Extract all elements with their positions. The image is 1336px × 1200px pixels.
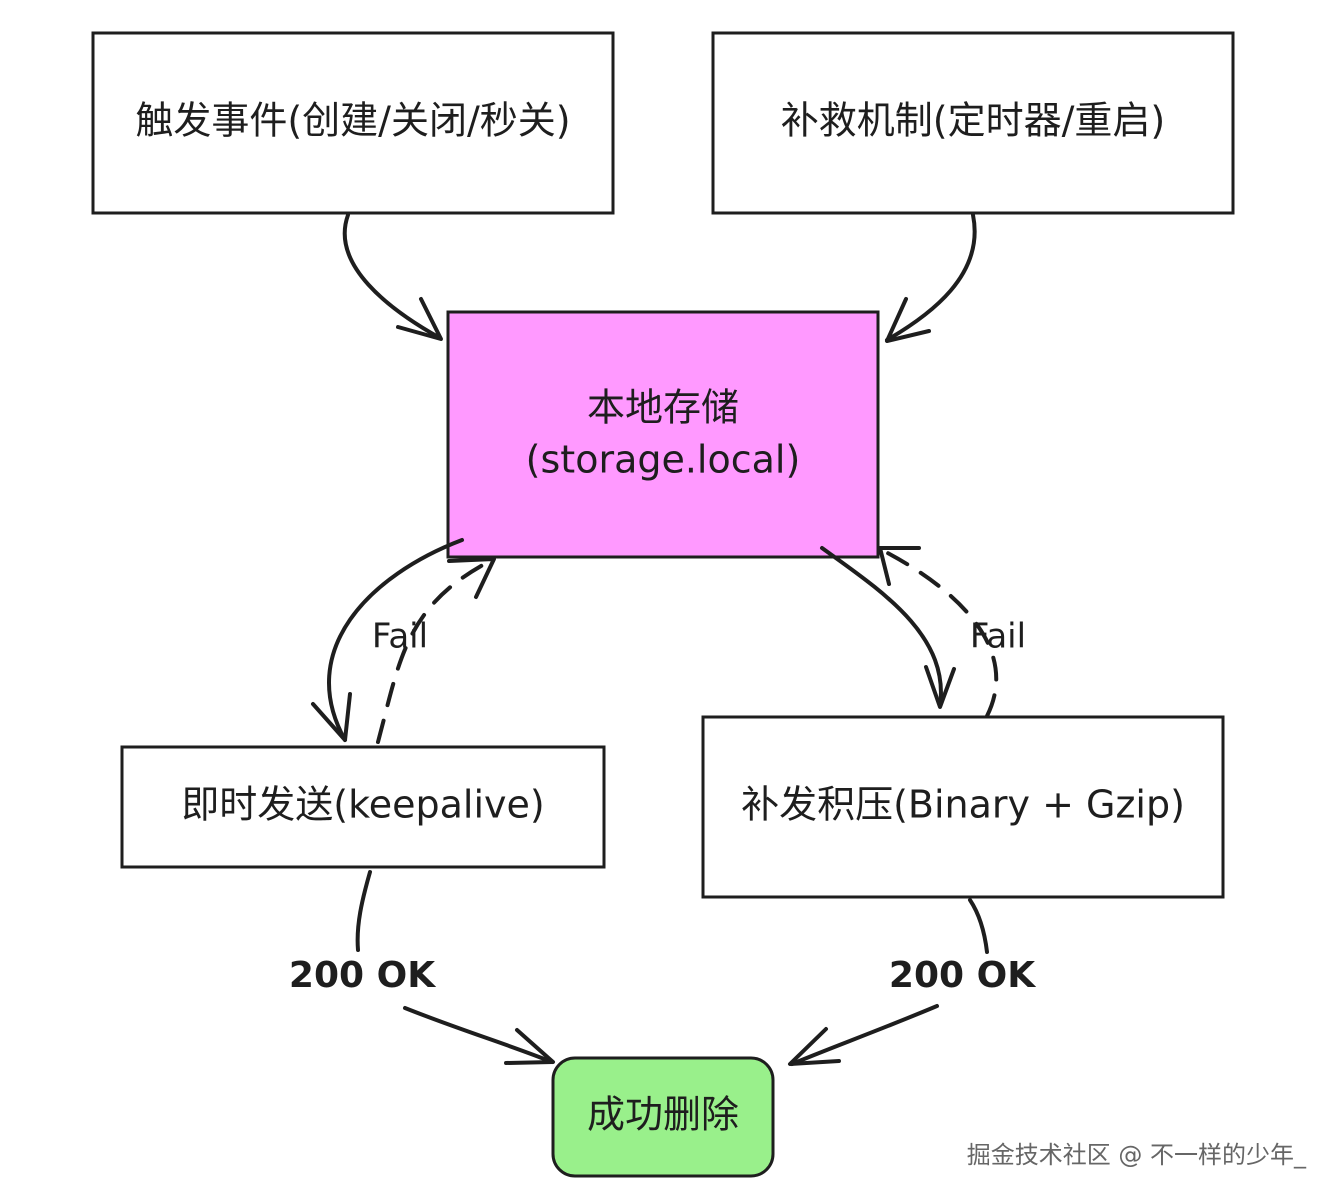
node-instant: 即时发送(keepalive) bbox=[120, 745, 606, 869]
edge-label-ok-left: 200 OK bbox=[289, 955, 436, 996]
edge-trigger-to-storage-line bbox=[342, 213, 442, 340]
edge-label-ok-right: 200 OK bbox=[889, 955, 1036, 996]
edge-remedy-to-storage-line bbox=[885, 213, 977, 342]
node-storage-box bbox=[446, 310, 880, 559]
edge-backlog-to-success-line-bottom bbox=[790, 1004, 939, 1066]
edge-storage-to-instant-line bbox=[327, 538, 464, 742]
edge-backlog-to-storage-fail-arrowhead bbox=[878, 546, 921, 586]
node-instant-label: 即时发送(keepalive) bbox=[181, 783, 544, 827]
node-remedy-label: 补救机制(定时器/重启) bbox=[781, 99, 1165, 143]
edge-instant-to-storage-fail-arrowhead bbox=[447, 557, 496, 599]
node-backlog-box bbox=[701, 715, 1225, 899]
edge-instant-to-success: 200 OK bbox=[289, 870, 555, 1065]
edge-storage-to-backlog-arrowhead bbox=[924, 665, 956, 709]
edge-storage-to-instant bbox=[311, 538, 464, 742]
edge-instant-to-success-line-bottom bbox=[403, 1006, 554, 1064]
edge-instant-to-storage-fail: Fail bbox=[372, 557, 496, 744]
node-remedy-box bbox=[711, 31, 1235, 215]
node-backlog: 补发积压(Binary + Gzip) bbox=[701, 715, 1225, 899]
edge-storage-to-backlog-line bbox=[820, 546, 943, 708]
edge-backlog-to-success-line-top bbox=[968, 898, 989, 954]
node-instant-box bbox=[120, 745, 606, 869]
edge-backlog-to-success: 200 OK bbox=[788, 898, 1036, 1066]
edge-remedy-to-storage bbox=[885, 213, 977, 343]
edge-trigger-to-storage bbox=[342, 213, 443, 341]
node-success-box bbox=[551, 1056, 775, 1178]
edge-trigger-to-storage-arrowhead bbox=[396, 297, 443, 341]
node-success-label: 成功删除 bbox=[587, 1093, 739, 1137]
edge-remedy-to-storage-arrowhead bbox=[885, 297, 931, 343]
edge-backlog-to-success-arrowhead bbox=[788, 1027, 841, 1066]
edge-instant-to-success-line-top bbox=[355, 870, 372, 952]
edge-backlog-to-storage-fail: Fail bbox=[878, 546, 1026, 718]
edge-instant-to-storage-fail-line bbox=[376, 558, 494, 744]
node-remedy: 补救机制(定时器/重启) bbox=[711, 31, 1235, 215]
node-success: 成功删除 bbox=[551, 1056, 775, 1178]
edge-label-fail-left: Fail bbox=[372, 617, 428, 657]
edge-instant-to-success-arrowhead bbox=[504, 1028, 555, 1065]
node-backlog-label: 补发积压(Binary + Gzip) bbox=[741, 783, 1185, 827]
node-storage-line2: (storage.local) bbox=[526, 438, 801, 482]
node-trigger: 触发事件(创建/关闭/秒关) bbox=[91, 31, 615, 215]
edge-storage-to-backlog bbox=[820, 546, 956, 709]
node-trigger-label: 触发事件(创建/关闭/秒关) bbox=[135, 99, 570, 143]
edge-storage-to-instant-arrowhead bbox=[311, 692, 352, 742]
node-storage-line1: 本地存储 bbox=[587, 386, 739, 430]
edge-backlog-to-storage-fail-line bbox=[878, 547, 999, 718]
watermark: 掘金技术社区 @ 不一样的少年_ bbox=[966, 1141, 1306, 1169]
edge-label-fail-right: Fail bbox=[970, 617, 1026, 657]
node-trigger-box bbox=[91, 31, 615, 215]
node-storage: 本地存储 (storage.local) bbox=[446, 310, 880, 559]
